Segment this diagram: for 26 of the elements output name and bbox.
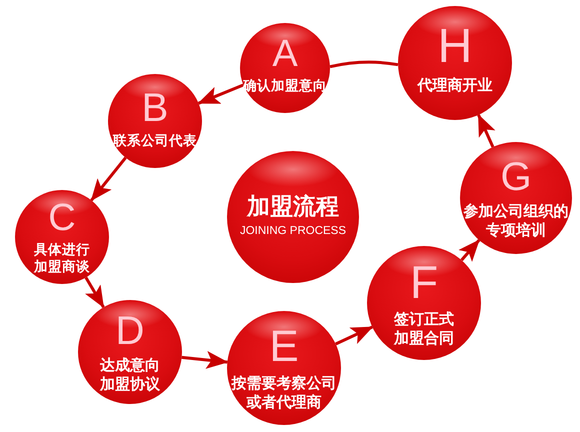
step-label: 按需要考察公司或者代理商 [230, 374, 338, 412]
step-letter: B [142, 88, 168, 128]
arrow [182, 351, 228, 369]
step-letter: D [116, 310, 144, 351]
arrow [90, 156, 127, 202]
center-subtitle: JOINING PROCESS [240, 224, 346, 239]
step-letter: A [272, 35, 298, 74]
arrow [84, 276, 105, 308]
step-label: 确认加盟意向 [243, 78, 327, 95]
step-letter: H [438, 23, 472, 72]
step-label: 联系公司代表 [113, 133, 197, 150]
step-label: 参加公司组织的专项培训 [462, 202, 570, 240]
arrow [458, 239, 480, 262]
arrow [335, 326, 374, 346]
arrow [198, 84, 244, 105]
arrow [477, 114, 496, 148]
step-letter: C [48, 198, 76, 237]
center-title: 加盟流程 [247, 195, 339, 221]
step-label: 签订正式加盟合同 [392, 310, 455, 348]
step-label: 具体进行加盟商谈 [32, 242, 91, 276]
step-letter: E [269, 324, 299, 369]
connector-line [330, 60, 398, 68]
step-label: 达成意向加盟协议 [98, 356, 161, 394]
step-letter: F [410, 258, 438, 305]
step-letter: G [500, 156, 532, 197]
step-label: 代理商开业 [418, 76, 492, 95]
